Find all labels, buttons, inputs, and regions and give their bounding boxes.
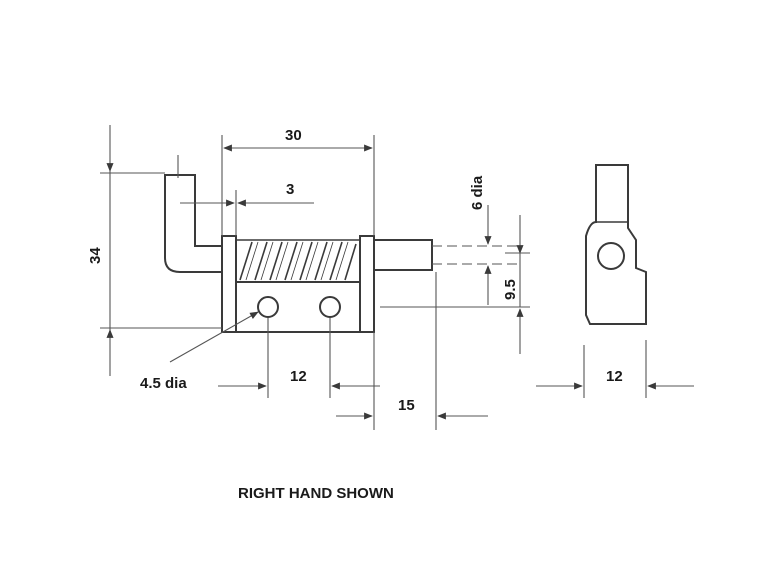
dim-4-5-dia: 4.5 dia [140, 375, 187, 392]
drawing-caption: RIGHT HAND SHOWN [238, 485, 394, 502]
mounting-hole-right [319, 296, 341, 318]
dim-34: 34 [87, 247, 104, 264]
right-flange [359, 235, 375, 333]
dimension-lines [100, 125, 530, 430]
housing [221, 281, 375, 333]
plunger-pin [371, 239, 433, 271]
mounting-hole-left [257, 296, 279, 318]
dim-12-spacing: 12 [290, 368, 307, 385]
dim-15: 15 [398, 397, 415, 414]
spring [239, 241, 357, 281]
dim-3: 3 [286, 181, 294, 198]
front-view [164, 174, 520, 333]
handle [164, 174, 223, 273]
dim-12-side: 12 [606, 368, 623, 385]
dim-6-dia: 6 dia [469, 175, 486, 210]
side-view [536, 164, 694, 398]
side-pin-hole [597, 242, 625, 270]
dim-30: 30 [285, 127, 302, 144]
left-flange [221, 235, 237, 333]
dim-9-5: 9.5 [502, 279, 519, 300]
